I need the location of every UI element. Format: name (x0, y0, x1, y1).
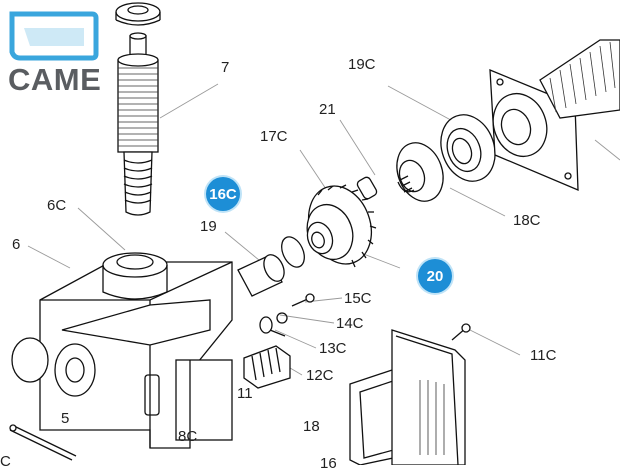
part-label-13c: 13C (319, 340, 347, 357)
coupling-part (396, 142, 444, 202)
part-label-15c: 15C (344, 290, 372, 307)
screw-part (291, 293, 471, 341)
cover-part (349, 329, 466, 465)
leader-lines (27, 83, 521, 376)
came-logo-text: CAME (8, 62, 102, 97)
part-label-11: 11 (237, 385, 253, 402)
gearbox-housing-part (11, 252, 233, 449)
part-label-18c: 18C (513, 212, 541, 229)
part-label-11c: 11C (530, 347, 557, 364)
part-label-12c: 12C (306, 367, 334, 384)
part-label-19c: 19C (348, 56, 376, 73)
terminal-block-part (243, 345, 291, 389)
highlight-badge-16c[interactable]: 16C (206, 177, 240, 211)
highlight-badge-20[interactable]: 20 (418, 259, 452, 293)
motor-flange-part (489, 39, 620, 191)
came-logo-icon (9, 11, 99, 61)
part-label-6c: 6C (47, 197, 67, 214)
gear-wheel-part (306, 184, 377, 268)
part-label-5: 5 (61, 410, 70, 427)
part-label-8c: 8C (178, 428, 198, 445)
part-label-17c: 17C (260, 128, 288, 145)
part-label-c-edge: C (0, 453, 11, 470)
part-label-18: 18 (303, 418, 320, 435)
part-label-19: 19 (200, 218, 217, 235)
worm-screw-part (117, 32, 159, 216)
washer-part (115, 2, 161, 26)
cable-clamp-part (259, 312, 288, 337)
key-part (356, 176, 378, 200)
part-label-6: 6 (12, 236, 21, 253)
circlip-part (281, 236, 305, 268)
bushing-part (237, 254, 285, 297)
part-label-14c: 14C (336, 315, 364, 332)
bearing-part (440, 114, 496, 182)
part-label-16: 16 (320, 455, 337, 472)
part-label-21: 21 (319, 101, 336, 118)
part-label-7: 7 (221, 59, 230, 76)
bolt-part (9, 424, 77, 461)
